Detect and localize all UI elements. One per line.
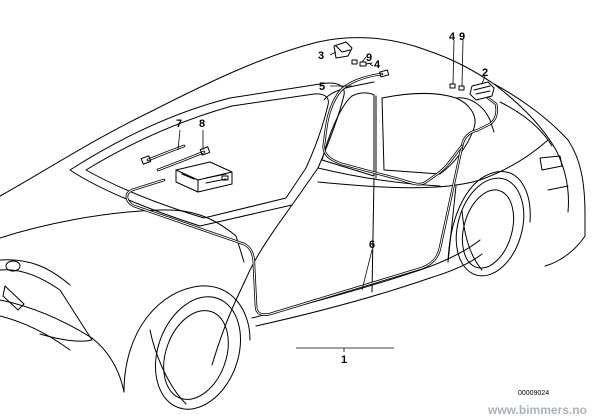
antenna-lead-cable — [322, 72, 464, 186]
callout-part-4-roof: 4 — [374, 59, 381, 71]
roof-small-parts — [351, 59, 373, 67]
antenna-connector — [379, 69, 390, 78]
drawing-number: 00009024 — [518, 390, 549, 397]
callout-part-7: 7 — [176, 118, 182, 130]
callout-part-9-roof: 9 — [366, 52, 372, 64]
radio-cable — [156, 146, 211, 172]
car-body-outline — [0, 37, 586, 393]
rear-antenna-amplifier — [469, 81, 495, 101]
callout-labels: 3 9 4 5 4 9 2 7 8 6 1 — [176, 31, 488, 366]
callout-part-3: 3 — [318, 50, 324, 62]
callout-part-9-rear: 9 — [459, 31, 465, 43]
front-wheel — [123, 285, 251, 410]
callout-part-6: 6 — [369, 239, 375, 251]
watermark: www.bimmers.no — [487, 403, 587, 417]
radio-unit — [175, 161, 233, 193]
callout-part-5: 5 — [319, 81, 325, 93]
callout-part-2: 2 — [482, 67, 488, 79]
rear-wheel — [447, 171, 531, 277]
rear-small-parts — [449, 83, 465, 91]
callout-part-1: 1 — [341, 354, 347, 366]
callout-part-8: 8 — [199, 118, 205, 130]
callout-part-4-rear: 4 — [449, 31, 456, 43]
leader-lines — [177, 39, 486, 352]
roof-antenna-base — [333, 41, 353, 59]
antenna-cable — [125, 96, 499, 317]
adapter-cable — [140, 144, 186, 165]
